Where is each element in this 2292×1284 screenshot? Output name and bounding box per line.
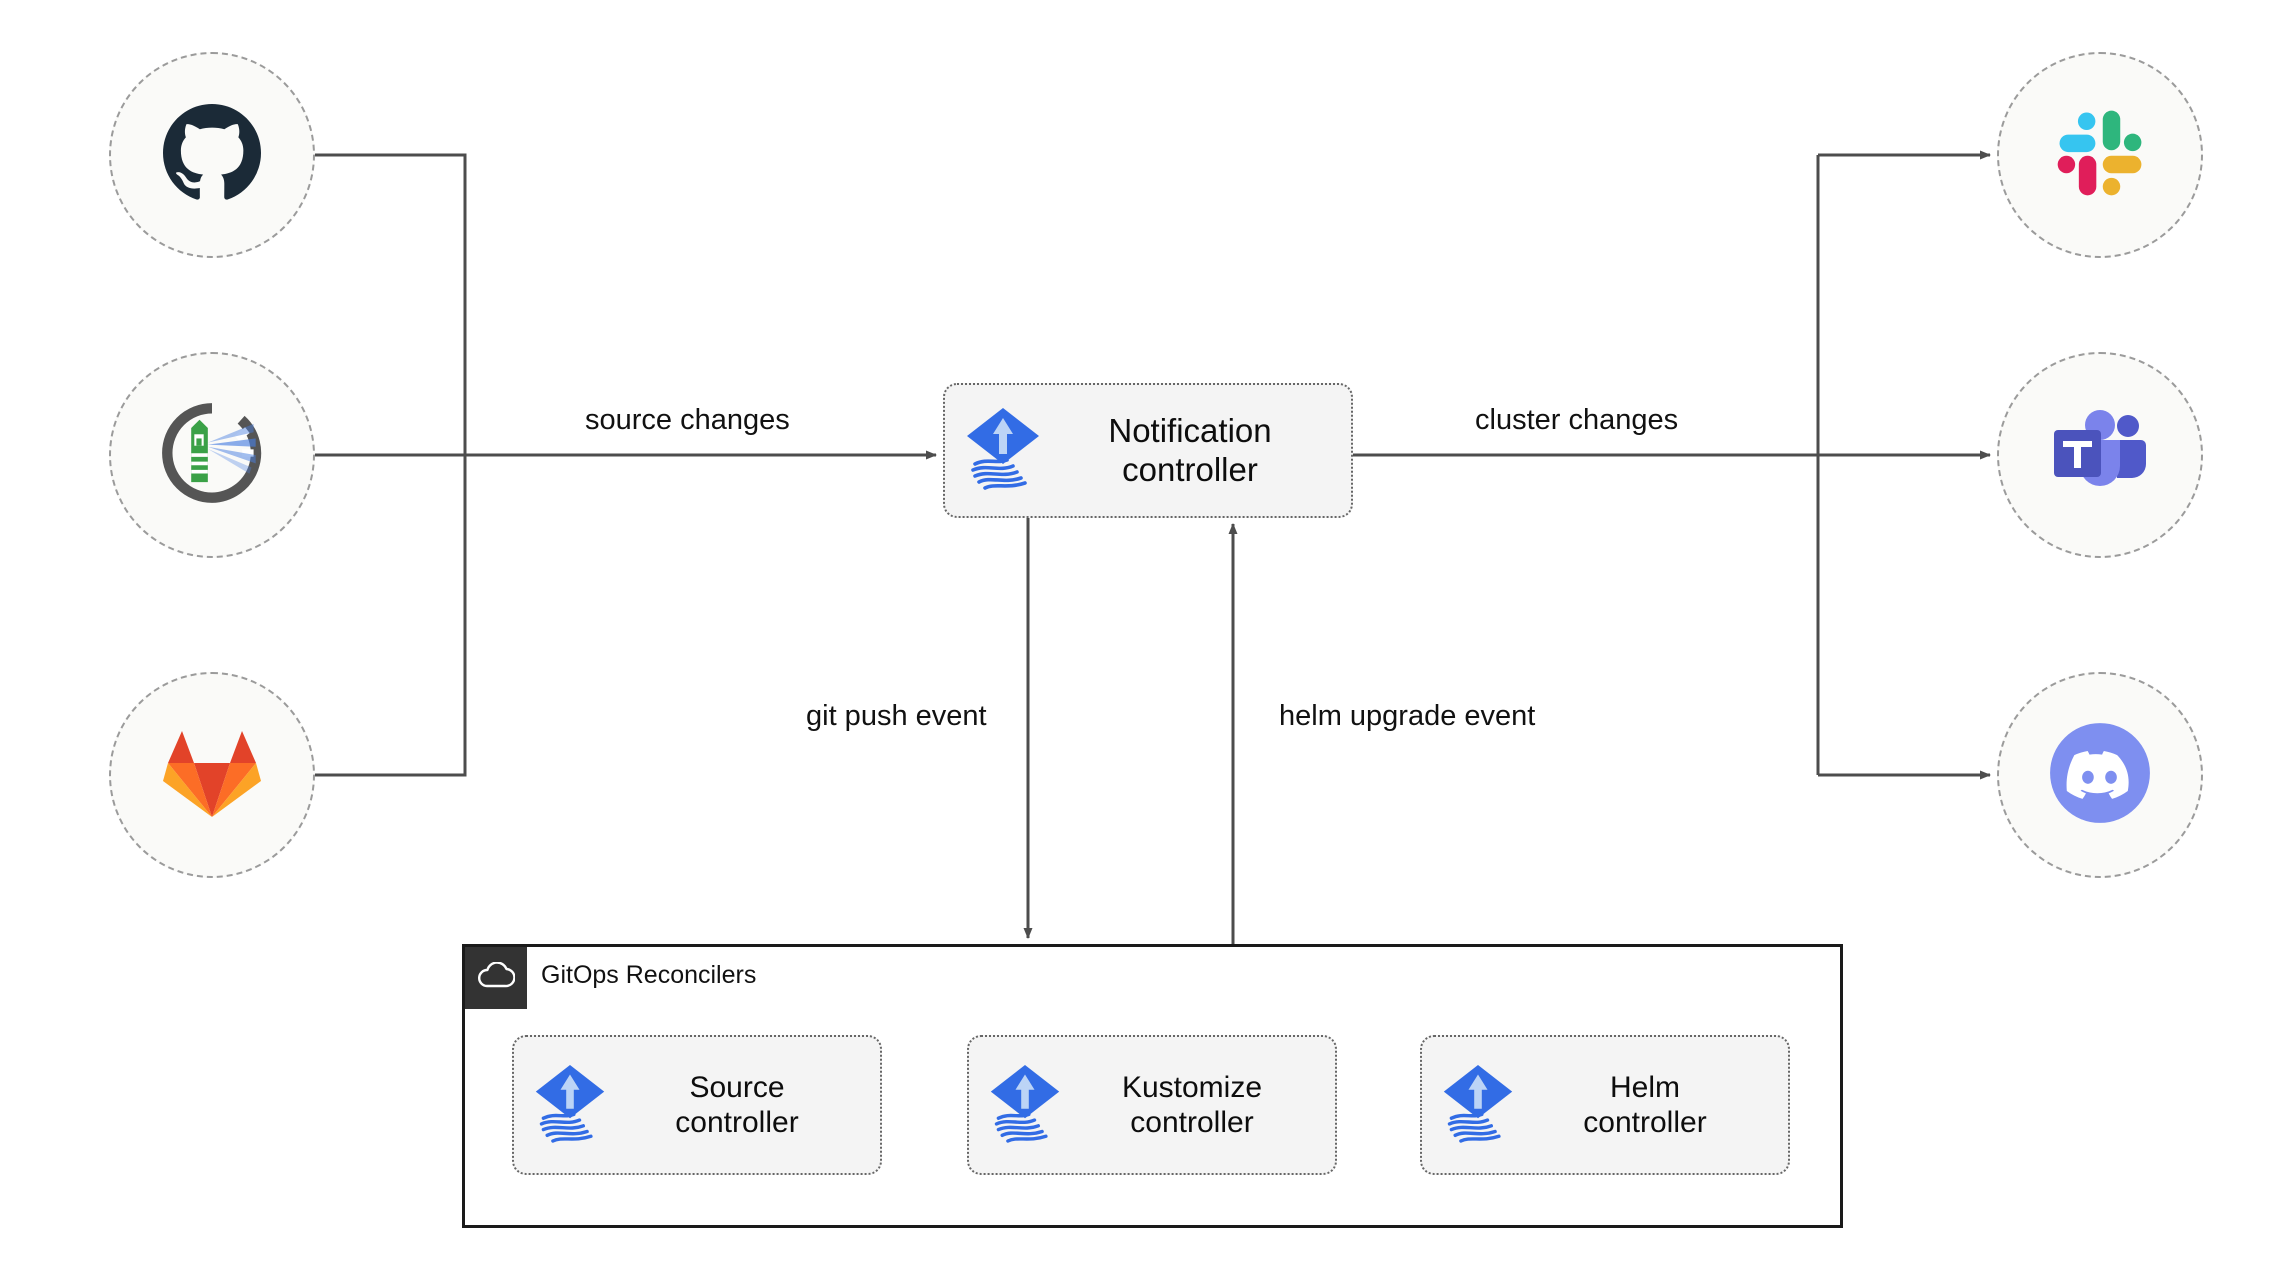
wire-sources-bus (315, 153, 467, 777)
notification-controller-label: Notification controller (1108, 411, 1272, 488)
helm-controller-label: Helm controller (1583, 1070, 1707, 1139)
target-node-discord[interactable] (1997, 672, 2203, 878)
teams-icon (2050, 408, 2150, 503)
kustomize-controller-box[interactable]: Kustomize controller (967, 1035, 1337, 1175)
notification-controller-box[interactable]: Notification controller (943, 383, 1353, 518)
edge-label-helm-upgrade-event: helm upgrade event (1279, 700, 1536, 732)
github-icon (163, 103, 261, 207)
source-controller-label: Source controller (675, 1070, 799, 1139)
target-node-teams[interactable] (1997, 352, 2203, 558)
source-node-harbor[interactable] (109, 352, 315, 558)
source-node-gitlab[interactable] (109, 672, 315, 878)
container-title: GitOps Reconcilers (541, 961, 757, 989)
flux-icon (532, 1061, 608, 1150)
cloud-icon (477, 960, 516, 995)
target-node-slack[interactable] (1997, 52, 2203, 258)
gitlab-icon (162, 727, 262, 824)
flux-icon (987, 1061, 1063, 1150)
source-node-github[interactable] (109, 52, 315, 258)
discord-icon (2048, 721, 2152, 830)
edge-label-cluster-changes: cluster changes (1475, 404, 1679, 436)
slack-icon (2054, 107, 2146, 204)
harbor-icon (160, 401, 264, 510)
edge-label-source-changes: source changes (585, 404, 790, 436)
kustomize-controller-label: Kustomize controller (1121, 1070, 1263, 1139)
container-icon-tab (465, 947, 527, 1009)
helm-controller-box[interactable]: Helm controller (1420, 1035, 1790, 1175)
edge-label-git-push-event: git push event (806, 700, 987, 732)
source-controller-box[interactable]: Source controller (512, 1035, 882, 1175)
flux-icon (1440, 1061, 1516, 1150)
flux-icon (963, 404, 1043, 497)
